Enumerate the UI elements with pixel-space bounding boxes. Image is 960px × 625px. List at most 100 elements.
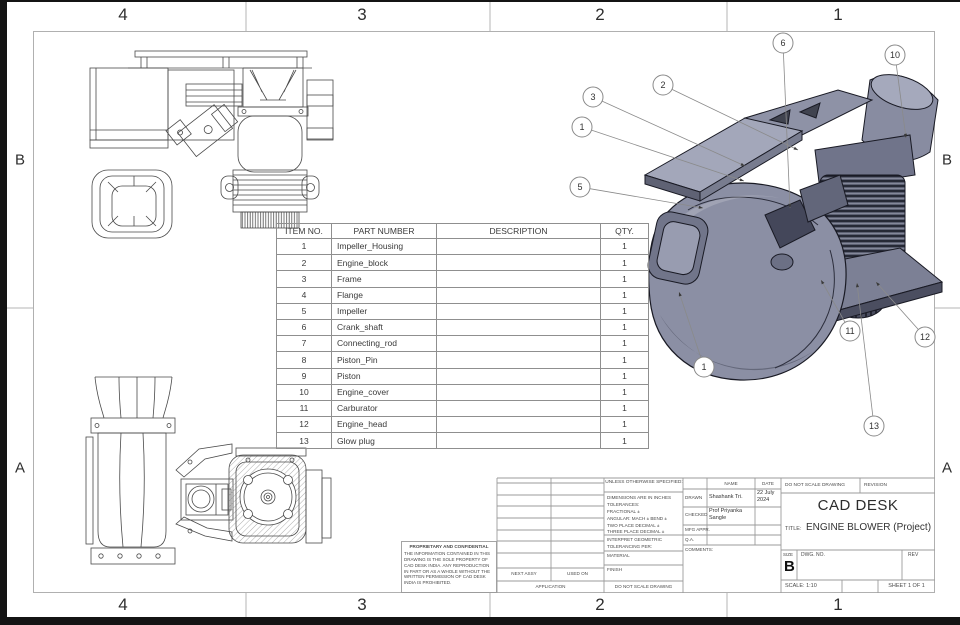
- finish-label: FINISH: [607, 567, 623, 572]
- table-cell: Glow plug: [331, 432, 437, 450]
- table-cell: Piston: [331, 367, 437, 385]
- table-cell: 13: [276, 432, 332, 450]
- table-cell: Impeller: [331, 302, 437, 320]
- zone-label-top: 4: [118, 5, 128, 24]
- leader-arrowhead: [855, 283, 860, 288]
- table-cell: 6: [276, 318, 332, 337]
- interpret-geometric-label: INTERPRET GEOMETRIC TOLERANCING PER:: [607, 537, 663, 549]
- table-cell: 1: [600, 237, 649, 256]
- zone-label-left: B: [14, 151, 26, 169]
- zone-label-bottom: 2: [595, 595, 605, 614]
- dwg-no-label: DWG. NO.: [801, 552, 825, 558]
- next-assy-label: NEXT ASSY: [511, 571, 537, 576]
- table-cell: Engine_head: [331, 416, 437, 434]
- table-cell: [436, 335, 601, 353]
- table-cell: [436, 367, 601, 385]
- table-cell: Impeller_Housing: [331, 237, 437, 256]
- size-letter: B: [784, 558, 795, 575]
- balloon-leader: [895, 64, 907, 139]
- zone-label-right: B: [941, 151, 953, 169]
- balloon-leader: [671, 88, 799, 151]
- table-cell: 1: [600, 302, 649, 320]
- table-cell: 4: [276, 286, 332, 304]
- application-label: APPLICATION: [535, 584, 566, 589]
- balloon-number: 11: [845, 326, 854, 336]
- flange-iso: [788, 247, 944, 313]
- balloon-leader: [589, 188, 704, 209]
- balloon-number: 1: [579, 122, 584, 132]
- intake-top: [91, 169, 173, 239]
- title-label: TITLE:: [785, 526, 802, 532]
- balloon-circle: [569, 176, 591, 198]
- checked-label: CHECKED: [685, 512, 708, 517]
- do-not-scale-label: DO NOT SCALE DRAWING: [614, 584, 673, 589]
- table-cell: Engine_block: [331, 254, 437, 272]
- table-cell: 7: [276, 335, 332, 353]
- balloon-number: 10: [890, 50, 900, 60]
- drawing-title: ENGINE BLOWER (Project): [806, 522, 932, 533]
- table-cell: Carburator: [331, 399, 437, 418]
- table-cell: Piston_Pin: [331, 351, 437, 369]
- bom-column-header: PART NUMBER: [331, 223, 437, 239]
- bom-column-header: QTY.: [600, 223, 649, 239]
- scale-value: SCALE: 1:10: [785, 583, 817, 589]
- table-cell: [436, 416, 601, 434]
- balloon-circle: [652, 74, 674, 96]
- zone-label-right: A: [941, 459, 953, 477]
- edge-bar-top: [0, 0, 960, 2]
- carburetor-iso: [764, 199, 816, 249]
- zone-label-bottom: 4: [118, 595, 128, 614]
- table-cell: 10: [276, 383, 332, 401]
- table-cell: Frame: [331, 270, 437, 288]
- engine-cover-iso: [861, 74, 939, 162]
- table-cell: 1: [600, 416, 649, 434]
- table-cell: [436, 286, 601, 304]
- table-cell: [436, 432, 601, 450]
- drawn-date: 22 July 2024: [757, 490, 775, 503]
- balloon-leader: [856, 282, 874, 417]
- edge-bar-left: [0, 0, 7, 625]
- table-cell: [436, 383, 601, 401]
- table-cell: 2: [276, 254, 332, 272]
- leader-arrowhead: [821, 280, 825, 285]
- zone-label-left: A: [14, 459, 26, 477]
- blower-housing-iso: [648, 182, 847, 381]
- zone-label-top: 2: [595, 5, 605, 24]
- table-cell: 1: [600, 367, 649, 385]
- zone-label-bottom: 1: [833, 595, 843, 614]
- table-cell: [436, 237, 601, 256]
- table-cell: [436, 318, 601, 337]
- table-cell: 8: [276, 351, 332, 369]
- zone-label-bottom: 3: [357, 595, 367, 614]
- engine-fins-iso: [819, 174, 906, 281]
- table-cell: 1: [600, 318, 649, 337]
- table-cell: 1: [600, 286, 649, 304]
- drawn-label: DRAWN: [685, 495, 703, 500]
- table-cell: 5: [276, 302, 332, 320]
- balloon-number: 2: [660, 80, 665, 90]
- size-label: SIZE: [783, 552, 794, 557]
- isometric-view: [643, 74, 944, 381]
- intake-duct-iso: [647, 211, 709, 285]
- cylinder-head-top: [237, 115, 303, 173]
- table-cell: 9: [276, 367, 332, 385]
- table-cell: 1: [600, 399, 649, 418]
- table-cell: 11: [276, 399, 332, 418]
- table-cell: 1: [276, 237, 332, 256]
- balloon-number: 6: [780, 38, 785, 48]
- sheet-value: SHEET 1 OF 1: [888, 583, 925, 589]
- proprietary-heading: PROPRIETARY AND CONFIDENTIAL: [409, 544, 489, 549]
